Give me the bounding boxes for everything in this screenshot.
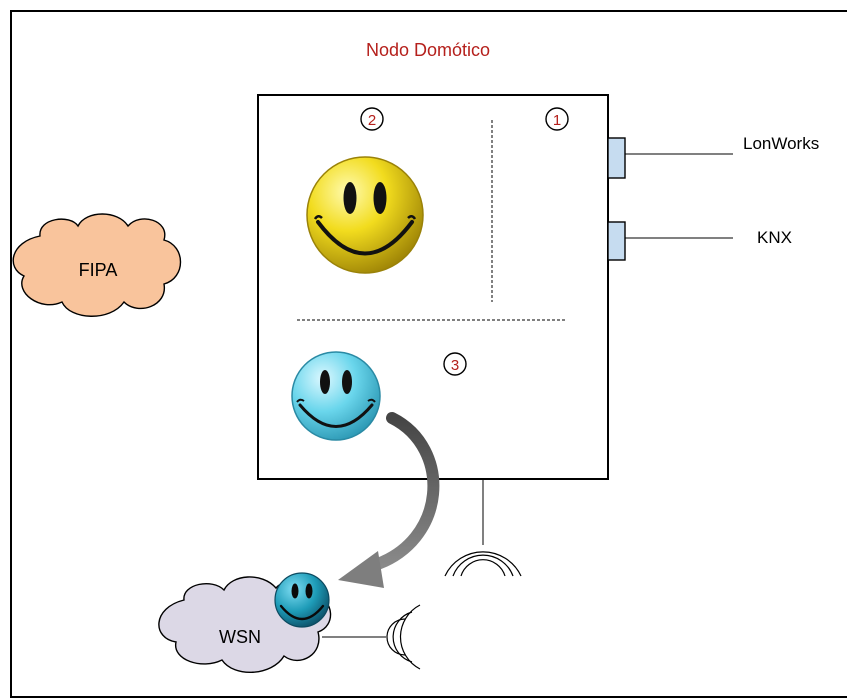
fipa-cloud-icon	[12, 213, 181, 317]
zone-marker-2: 2	[360, 107, 384, 131]
cyan-smiley-agent-icon	[291, 351, 381, 441]
zone-marker-1: 1	[545, 107, 569, 131]
zone-number-2: 2	[368, 112, 376, 129]
knx-connector	[607, 221, 733, 261]
zone-marker-3: 3	[443, 352, 467, 376]
wsn-antenna-icon	[322, 604, 421, 670]
migration-arrow-icon	[338, 412, 440, 588]
outer-frame	[10, 10, 847, 698]
node-antenna-icon	[444, 480, 522, 577]
zone-number-3: 3	[451, 357, 459, 374]
knx-label: KNX	[757, 228, 792, 247]
wsn-label: WSN	[219, 627, 261, 647]
yellow-smiley-agent-icon	[306, 156, 424, 274]
diagram-title: Nodo Domótico	[366, 40, 490, 60]
fipa-label: FIPA	[79, 260, 118, 280]
teal-smiley-agent-icon	[274, 572, 330, 628]
lonworks-connector	[607, 137, 733, 179]
lonworks-label: LonWorks	[743, 134, 819, 153]
zone-number-1: 1	[553, 112, 561, 129]
